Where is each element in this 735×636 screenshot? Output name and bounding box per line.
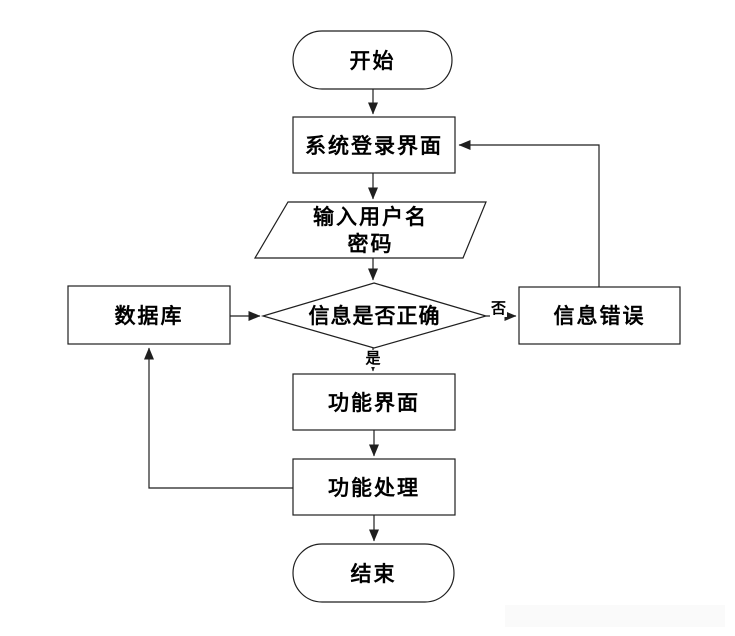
edge-function-process-to-database [144,347,293,489]
input-parallelogram-shape [253,201,487,259]
database-process-shape [67,285,231,345]
login-process-shape [292,116,456,174]
error-process-shape [518,286,681,345]
bottom-gray-strip [505,605,725,627]
start-terminator-shape [292,30,453,90]
function-ui-process-shape [292,373,456,431]
end-terminator-shape [292,543,455,603]
decision-diamond-shape [260,282,489,349]
function-process-shape [292,458,456,516]
edge-error-to-login [458,140,600,287]
